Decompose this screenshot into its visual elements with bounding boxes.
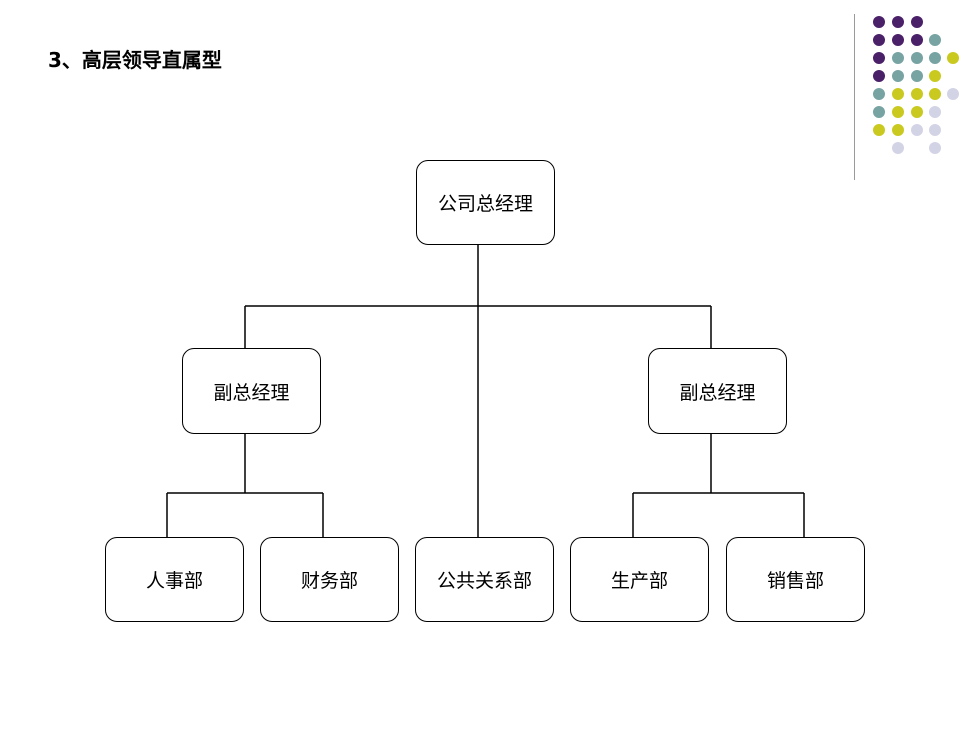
decorative-divider-line — [854, 14, 855, 180]
dot — [929, 70, 941, 82]
dot — [873, 124, 885, 136]
dot — [929, 88, 941, 100]
dot — [929, 34, 941, 46]
dot — [892, 16, 904, 28]
node-general-manager: 公司总经理 — [416, 160, 555, 245]
dot — [892, 106, 904, 118]
dot — [911, 124, 923, 136]
dot — [892, 34, 904, 46]
dot — [873, 70, 885, 82]
dot — [911, 52, 923, 64]
dot — [911, 16, 923, 28]
dot — [892, 142, 904, 154]
node-dept-pr: 公共关系部 — [415, 537, 554, 622]
node-vp-right: 副总经理 — [648, 348, 787, 434]
node-dept-sales: 销售部 — [726, 537, 865, 622]
dot — [873, 52, 885, 64]
slide-title: 3、高层领导直属型 — [48, 48, 222, 72]
decorative-dot-grid — [873, 16, 959, 154]
dot — [892, 88, 904, 100]
node-dept-finance: 财务部 — [260, 537, 399, 622]
dot — [911, 106, 923, 118]
dot — [947, 88, 959, 100]
dot — [892, 124, 904, 136]
dot — [929, 142, 941, 154]
dot — [947, 52, 959, 64]
dot — [873, 106, 885, 118]
dot — [892, 52, 904, 64]
node-vp-left: 副总经理 — [182, 348, 321, 434]
dot — [929, 106, 941, 118]
dot — [929, 52, 941, 64]
dot — [911, 88, 923, 100]
node-dept-production: 生产部 — [570, 537, 709, 622]
dot — [892, 70, 904, 82]
dot — [873, 34, 885, 46]
node-dept-hr: 人事部 — [105, 537, 244, 622]
dot — [929, 124, 941, 136]
dot — [873, 88, 885, 100]
dot — [911, 34, 923, 46]
dot — [911, 70, 923, 82]
dot — [873, 16, 885, 28]
